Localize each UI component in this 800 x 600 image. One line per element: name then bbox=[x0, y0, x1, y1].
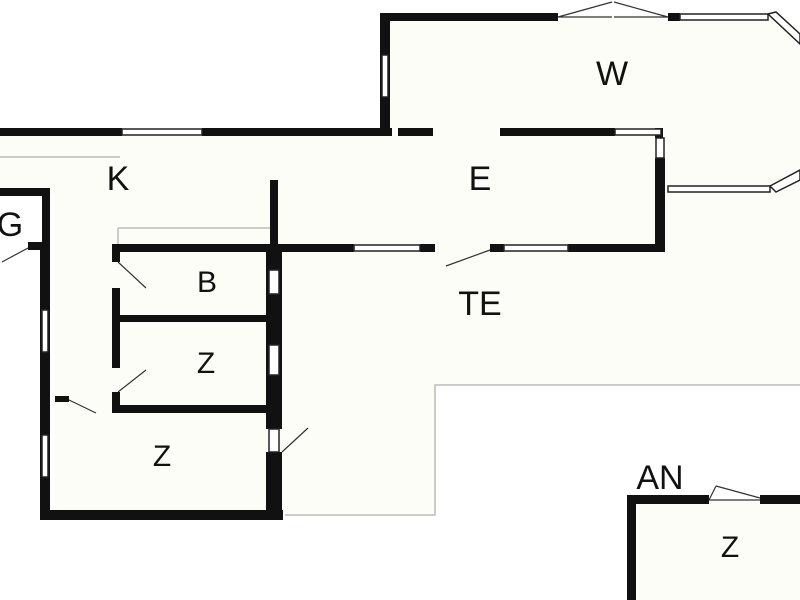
doors bbox=[1, 1, 761, 501]
door-bath bbox=[117, 261, 147, 289]
wall-e-bottom-4 bbox=[568, 244, 665, 252]
wall-g-right bbox=[42, 188, 50, 246]
wall-z-left-lower bbox=[112, 392, 120, 413]
room-label-k: K bbox=[107, 160, 130, 198]
wall-annex-top-right bbox=[760, 495, 800, 504]
room-label-b: B bbox=[197, 266, 217, 299]
door-annex bbox=[708, 485, 760, 501]
wall-bath-left-lower bbox=[112, 288, 120, 368]
door-e-te bbox=[445, 249, 491, 267]
window-e-east bbox=[655, 137, 665, 159]
window-z-east bbox=[268, 428, 280, 453]
wall-e-top-right bbox=[500, 128, 615, 136]
floor-annex bbox=[630, 500, 800, 600]
wall-z2-topleft bbox=[55, 396, 69, 402]
floor-main bbox=[0, 15, 800, 515]
wall-e-top-left bbox=[398, 128, 433, 136]
room-label-z-annex: Z bbox=[721, 531, 739, 564]
door-annex-leaf bbox=[715, 485, 761, 499]
window-w-west bbox=[381, 54, 389, 98]
door-w-top-left-leaf bbox=[557, 1, 613, 18]
wall-bath-top bbox=[112, 244, 282, 252]
wall-top-left bbox=[0, 128, 122, 136]
door-g bbox=[1, 247, 29, 263]
room-label-g: G bbox=[0, 206, 23, 244]
wall-w-top-left bbox=[380, 13, 558, 21]
window-west-2 bbox=[41, 434, 49, 478]
room-label-e: E bbox=[469, 160, 492, 198]
room-label-z-upper: Z bbox=[197, 347, 215, 380]
window-w-top-right bbox=[679, 13, 769, 21]
wall-top-mid bbox=[202, 128, 392, 136]
outline-lower-east bbox=[285, 384, 800, 516]
wall-west-lower bbox=[40, 242, 50, 518]
window-w-southeast bbox=[768, 169, 800, 193]
wall-w-top-right bbox=[668, 13, 680, 21]
room-labels: W K E G B Z TE Z AN Z bbox=[0, 55, 739, 564]
door-w-top-right-leaf bbox=[613, 1, 669, 18]
window-k-top bbox=[121, 128, 203, 136]
wall-e-bottom-2 bbox=[420, 244, 435, 252]
room-label-te: TE bbox=[458, 285, 501, 323]
door-z-lower-east bbox=[281, 427, 309, 453]
wall-annex-top-left bbox=[627, 495, 709, 504]
window-w-bottom-right bbox=[667, 185, 771, 193]
wall-e-bottom-1 bbox=[272, 244, 354, 252]
window-e-top-right bbox=[614, 128, 662, 136]
wall-k-partition bbox=[270, 180, 278, 252]
wall-annex-left bbox=[627, 495, 636, 600]
window-west-1 bbox=[41, 309, 49, 353]
room-label-z-lower: Z bbox=[153, 440, 171, 473]
light-outlines bbox=[0, 156, 800, 516]
wall-z2-east bbox=[266, 452, 282, 518]
window-w-northeast bbox=[766, 11, 800, 46]
floor-areas bbox=[0, 15, 800, 600]
wall-bath-left bbox=[112, 244, 120, 262]
window-e-bottom-1 bbox=[353, 244, 421, 252]
window-bath-east-1 bbox=[268, 269, 280, 295]
window-bath-east-2 bbox=[268, 344, 280, 376]
windows bbox=[41, 11, 800, 478]
door-z-lower bbox=[68, 399, 97, 414]
wall-z-bottom bbox=[112, 405, 272, 413]
wall-bottom bbox=[40, 510, 283, 520]
room-label-an: AN bbox=[636, 459, 683, 497]
wall-e-east-lower bbox=[655, 158, 665, 250]
wall-e-bottom-3 bbox=[490, 244, 504, 252]
room-label-w: W bbox=[596, 55, 628, 93]
wall-bath-mid bbox=[112, 315, 272, 322]
door-z-upper bbox=[117, 369, 147, 393]
wall-g-top bbox=[0, 188, 50, 196]
wall-g-bottom bbox=[28, 242, 50, 250]
window-e-bottom-2 bbox=[503, 244, 569, 252]
